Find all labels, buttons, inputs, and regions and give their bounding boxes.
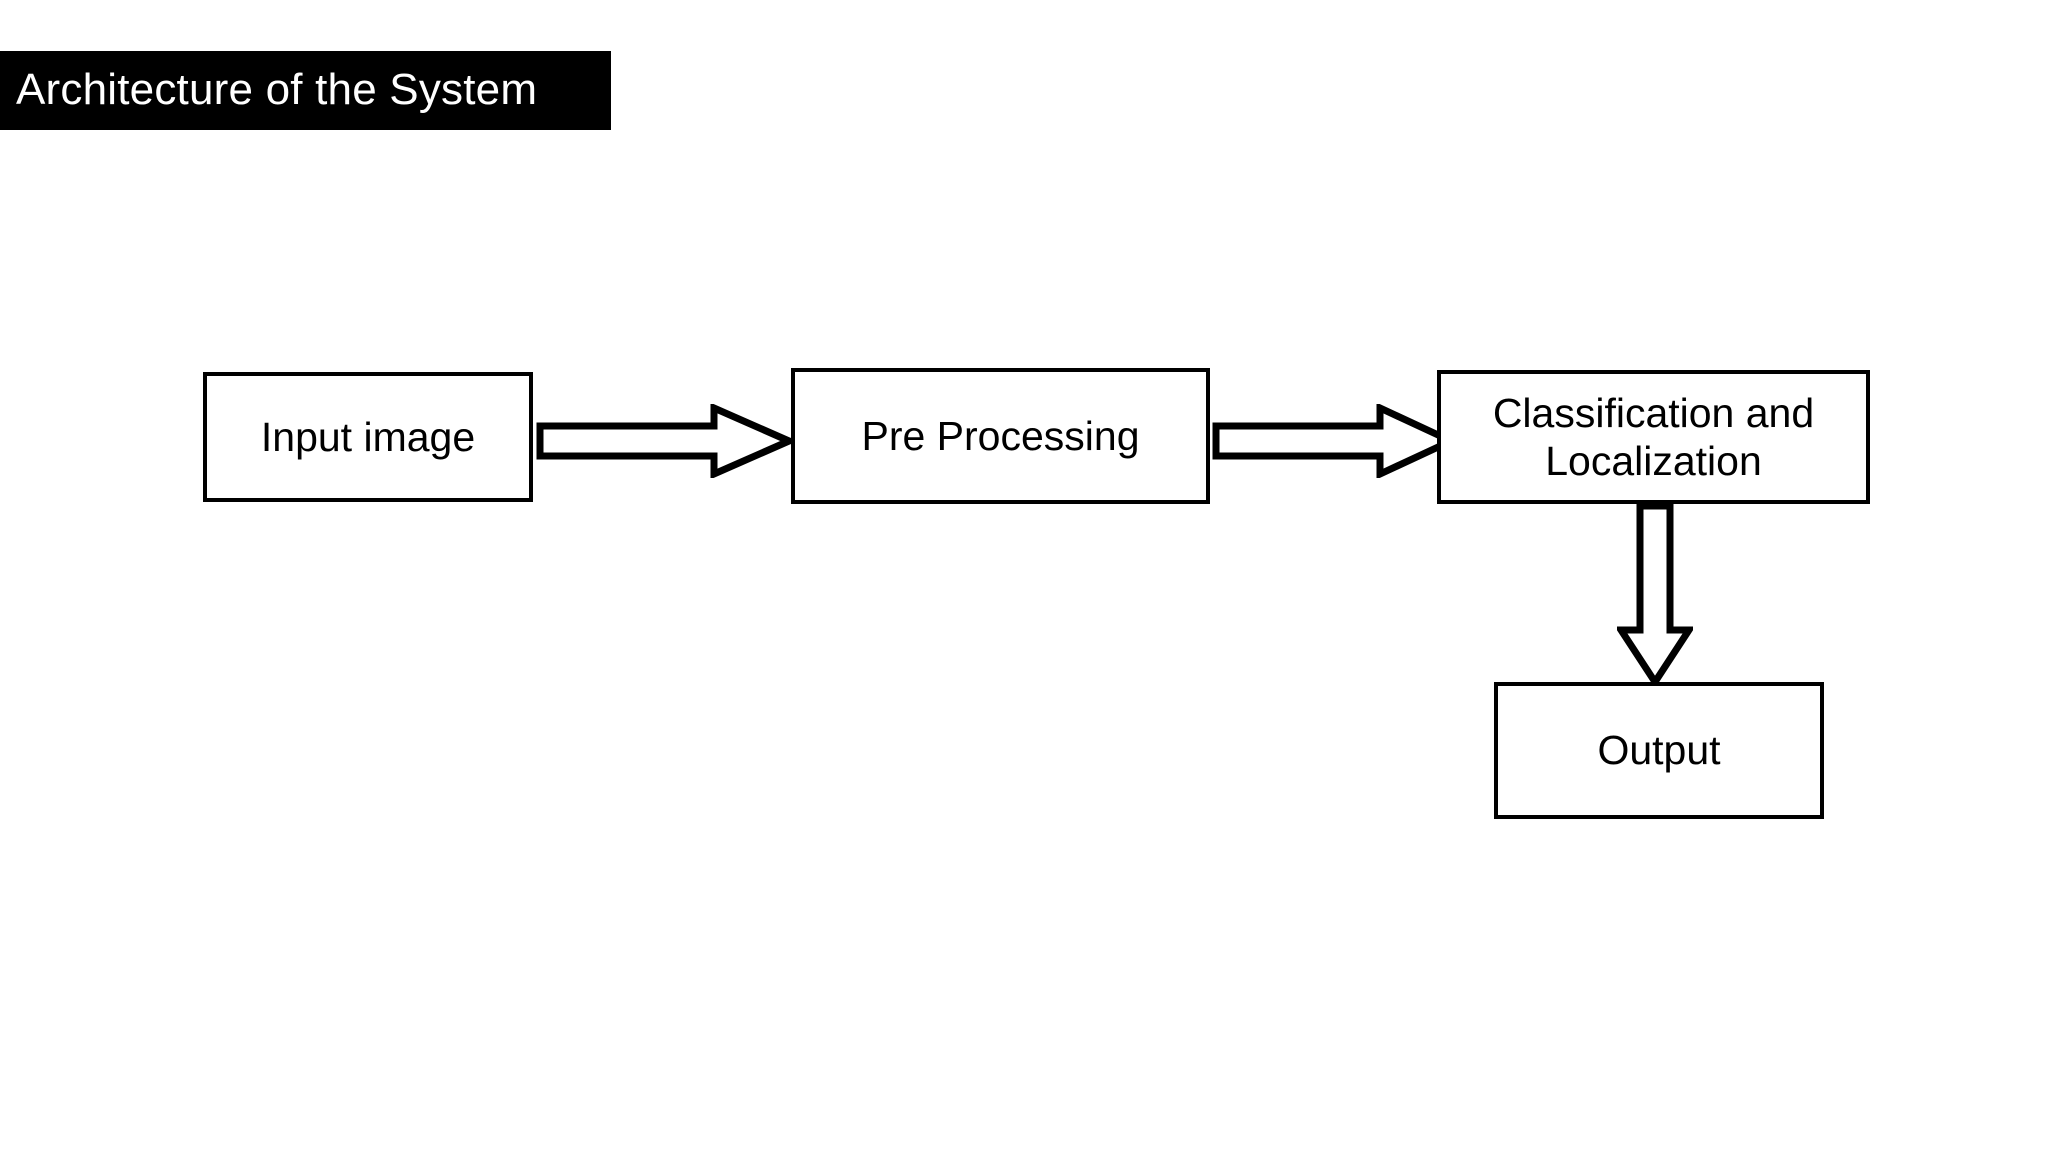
flow-node-classification-and-localization[interactable]: Classification and Localization: [1437, 370, 1870, 504]
flow-node-output[interactable]: Output: [1494, 682, 1824, 819]
flow-node-pre-processing[interactable]: Pre Processing: [791, 368, 1210, 504]
flow-node-label: Output: [1597, 727, 1721, 774]
arrow-preprocessing-to-classification-icon: [1212, 404, 1455, 478]
slide-title-banner: Architecture of the System: [0, 51, 611, 130]
arrow-classification-to-output-icon: [1617, 502, 1693, 686]
flow-node-label: Input image: [260, 413, 476, 460]
flow-node-input-image[interactable]: Input image: [203, 372, 533, 502]
flow-node-label: Classification and Localization: [1492, 389, 1815, 484]
arrow-input-to-preprocessing-icon: [536, 404, 793, 478]
page-title: Architecture of the System: [16, 65, 538, 115]
flow-node-label: Pre Processing: [861, 412, 1140, 459]
